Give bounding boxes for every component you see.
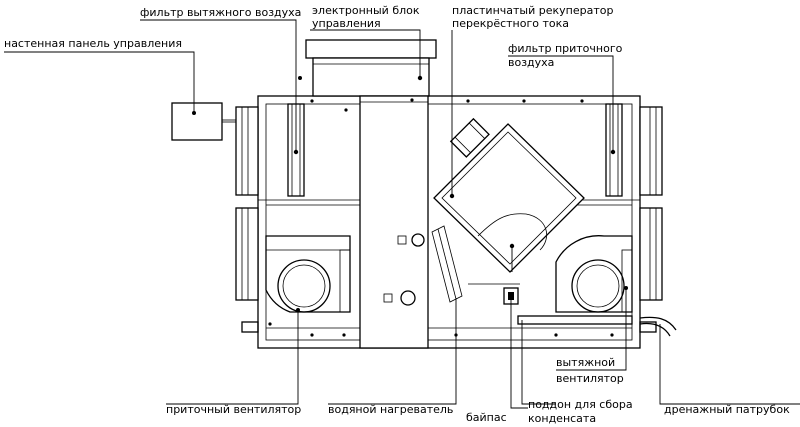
label-recuperator-line1: пластинчатый рекуператор [452,4,613,17]
condensate-tray [517,315,633,325]
plate-heat-exchanger [433,117,585,273]
exhaust-fan [555,235,633,313]
electronic-control-unit [305,39,437,97]
central-panel [359,95,429,349]
label-bypass: байпас [466,411,507,424]
bypass-assembly [468,283,520,305]
labels: фильтр вытяжного воздуха электронный бло… [4,4,790,425]
label-supply-filter-line1: фильтр приточного [508,42,623,55]
label-recuperator-line2: перекрёстного тока [452,17,569,30]
duct-collars [235,106,663,301]
leader-lines [4,19,800,409]
label-exhaust-filter: фильтр вытяжного воздуха [140,6,301,19]
drain-pipe [639,316,677,337]
label-wall-panel: настенная панель управления [4,37,182,50]
label-drain-pipe: дренажный патрубок [664,403,790,416]
label-supply-filter-line2: воздуха [508,56,554,69]
water-heater [431,225,463,303]
label-drain-pan-line1: поддон для сбора [528,398,633,411]
label-control-unit-line2: управления [312,17,381,30]
fasteners [268,76,614,337]
label-supply-fan: приточный вентилятор [166,403,301,416]
supply-fan [265,235,351,313]
supply-air-filter [605,103,623,197]
label-exhaust-fan-line1: вытяжной [556,356,615,369]
wall-control-panel [171,102,236,141]
label-water-heater: водяной нагреватель [328,403,453,416]
label-exhaust-fan-line2: вентилятор [556,372,624,385]
label-drain-pan-line2: конденсата [528,412,596,425]
label-control-unit-line1: электронный блок [312,4,420,17]
